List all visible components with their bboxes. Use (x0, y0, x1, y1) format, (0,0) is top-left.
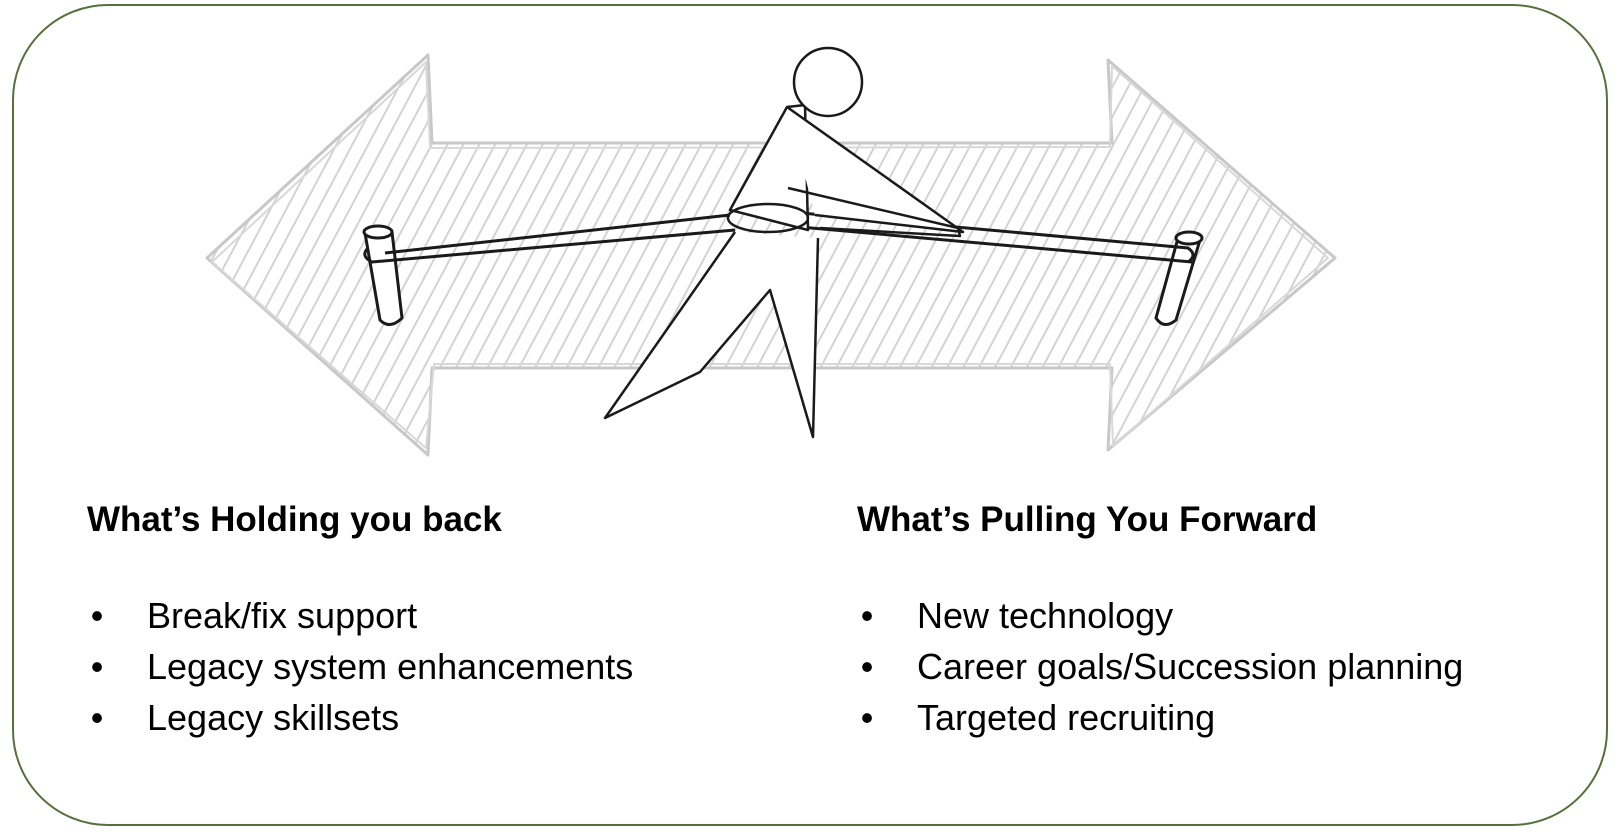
bullet-icon: • (90, 697, 104, 738)
stick-figure-icon (603, 46, 965, 439)
list-item: •Legacy skillsets (87, 692, 807, 743)
pulling-forward-heading: What’s Pulling You Forward (857, 500, 1318, 539)
holding-back-list: •Break/fix support •Legacy system enhanc… (87, 590, 807, 743)
left-post-icon (362, 224, 404, 326)
list-item: •New technology (857, 590, 1577, 641)
bullet-icon: • (90, 595, 104, 636)
bullet-icon: • (860, 697, 874, 738)
pulling-forward-column: What’s Pulling You Forward •New technolo… (857, 500, 1463, 738)
bullet-icon: • (860, 646, 874, 687)
holding-back-heading: What’s Holding you back (87, 500, 502, 539)
list-item: •Career goals/Succession planning (857, 641, 1577, 692)
rope-icon (363, 210, 1195, 264)
bullet-icon: • (860, 595, 874, 636)
pulling-forward-list: •New technology •Career goals/Succession… (857, 590, 1577, 743)
bullet-icon: • (90, 646, 104, 687)
holding-back-column: What’s Holding you back •Break/fix suppo… (87, 500, 633, 738)
list-item: •Legacy system enhancements (87, 641, 807, 692)
list-item: •Targeted recruiting (857, 692, 1577, 743)
list-item: •Break/fix support (87, 590, 807, 641)
